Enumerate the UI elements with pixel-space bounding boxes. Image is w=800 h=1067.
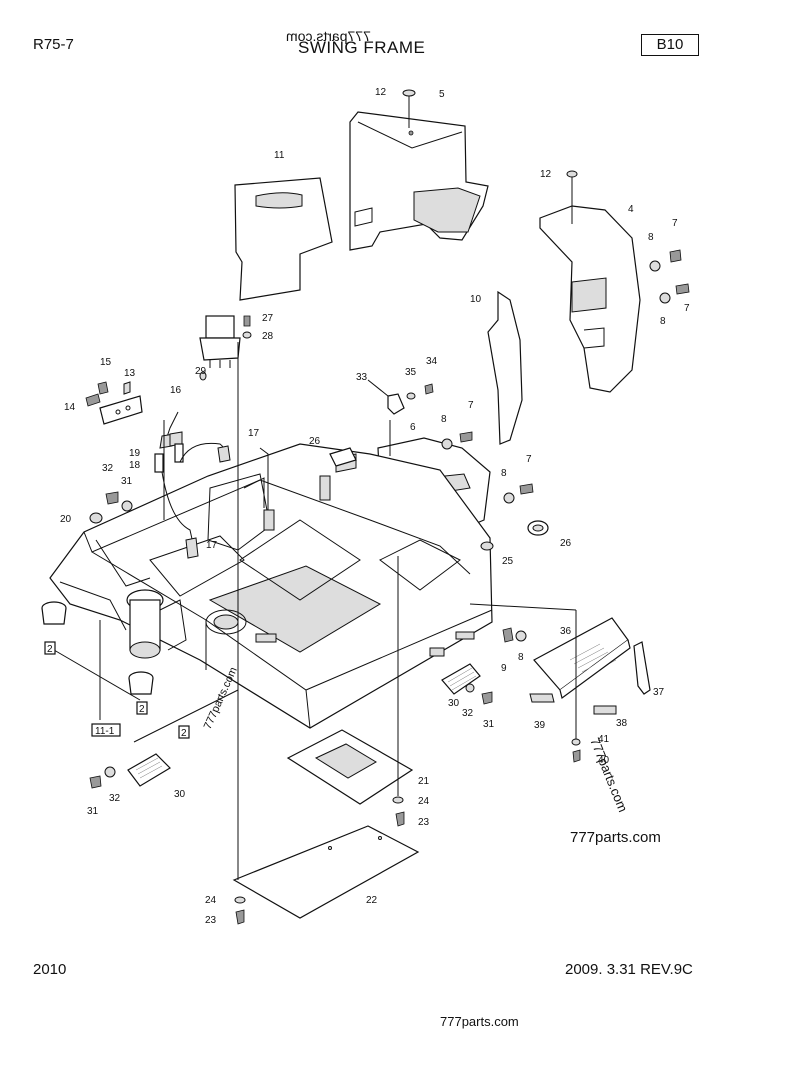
footer-year: 2010 (33, 961, 67, 978)
callout-25: 25 (502, 556, 514, 567)
bushing-upper (41, 601, 67, 625)
callout-32a: 32 (102, 463, 114, 474)
callout-18: 18 (129, 460, 141, 471)
bolt-part-31-left (105, 491, 119, 505)
washer-part-8 (515, 630, 527, 642)
washer-part-32-left (121, 500, 133, 512)
callout-17a: 17 (248, 428, 260, 439)
callout-30b: 30 (174, 789, 186, 800)
box-ref-2a: 2 (47, 644, 53, 655)
box-references: 2 2 2 11-1 (44, 641, 190, 739)
footer-revision: 2009. 3.31 REV.9C (565, 961, 693, 978)
callout-33: 33 (356, 372, 368, 383)
callout-34: 34 (426, 356, 438, 367)
callout-20: 20 (60, 514, 72, 525)
callout-17b: 17 (206, 540, 218, 551)
callout-15: 15 (100, 357, 112, 368)
callout-24b: 24 (205, 895, 217, 906)
grille-part-30-right (441, 663, 493, 705)
callout-22: 22 (366, 895, 378, 906)
callout-31b: 31 (483, 719, 495, 730)
terminal-block-parts (85, 381, 143, 425)
callout-8e: 8 (518, 652, 524, 663)
cover-plate-part-21 (286, 729, 414, 827)
bottom-plate-part-22 (232, 825, 420, 925)
callout-30a: 30 (448, 698, 460, 709)
bracket-part-10 (487, 290, 523, 445)
callout-36: 36 (560, 626, 572, 637)
callout-41: 41 (598, 734, 610, 745)
callout-10: 10 (470, 294, 482, 305)
box-ref-2b: 2 (139, 704, 145, 715)
clip-part-26 (329, 447, 357, 467)
callout-28: 28 (262, 331, 274, 342)
solenoid-assembly (199, 315, 252, 381)
callout-12a: 12 (375, 87, 387, 98)
side-cover-part (234, 177, 333, 301)
callout-24a: 24 (418, 796, 430, 807)
callout-31c: 31 (87, 806, 99, 817)
grille-part-30-left (89, 753, 171, 789)
callout-7c: 7 (468, 400, 474, 411)
callout-37: 37 (653, 687, 665, 698)
watermark-horizontal: 777parts.com (570, 829, 661, 846)
callout-8b: 8 (660, 316, 666, 327)
watermark-diagonal-left: 777parts.com (202, 665, 240, 731)
hose-and-fittings (154, 411, 231, 559)
callout-12b: 12 (540, 169, 552, 180)
hood-cover-part (349, 89, 489, 251)
callout-7a: 7 (672, 218, 678, 229)
callout-7d: 7 (526, 454, 532, 465)
washer-part-35 (406, 392, 416, 400)
callout-8d: 8 (501, 468, 507, 479)
callout-9: 9 (501, 663, 507, 674)
callout-8c: 8 (441, 414, 447, 425)
callout-8a: 8 (648, 232, 654, 243)
model-label: R75-7 (33, 36, 74, 53)
callout-32b: 32 (462, 708, 474, 719)
callout-4: 4 (628, 204, 634, 215)
callout-19: 19 (129, 448, 141, 459)
callout-39: 39 (534, 720, 546, 731)
hook-part-33 (387, 393, 405, 415)
callout-11: 11 (274, 150, 285, 161)
page-title: SWING FRAME (298, 38, 426, 57)
callout-21: 21 (418, 776, 430, 787)
right-cover-part (539, 170, 641, 393)
callout-14: 14 (64, 402, 76, 413)
nut-part-9 (502, 627, 514, 643)
alignment-lines (53, 342, 577, 880)
cap-part-20 (89, 512, 103, 524)
callout-7b: 7 (684, 303, 690, 314)
callout-23a: 23 (418, 817, 430, 828)
bushing-lower (128, 671, 154, 695)
fasteners-rear-cover (441, 431, 534, 504)
bolt-part-34 (424, 383, 434, 395)
callout-23b: 23 (205, 915, 217, 926)
callout-38: 38 (616, 718, 628, 729)
callout-5: 5 (439, 89, 445, 100)
section-code-badge: B10 (641, 34, 699, 56)
callout-32c: 32 (109, 793, 121, 804)
callout-31a: 31 (121, 476, 133, 487)
swing-frame-main (49, 443, 493, 729)
callout-labels: 12 5 11 12 4 7 8 7 8 10 27 28 29 15 13 1… (60, 87, 690, 926)
footer-site: 777parts.com (440, 1014, 519, 1029)
callout-16: 16 (170, 385, 182, 396)
callout-27: 27 (262, 313, 274, 324)
callout-26a: 26 (309, 436, 321, 447)
box-ref-11-1: 11-1 (95, 726, 115, 737)
watermark-diagonal-right: 777parts.com (587, 736, 630, 815)
callout-26b: 26 (560, 538, 572, 549)
callout-35: 35 (405, 367, 417, 378)
callout-40: 40 (598, 755, 610, 766)
ring-part-25 (480, 541, 494, 551)
callout-6: 6 (410, 422, 416, 433)
callout-13: 13 (124, 368, 136, 379)
fasteners-right-cover (649, 249, 690, 304)
box-ref-2c: 2 (181, 728, 187, 739)
callout-29: 29 (195, 366, 207, 377)
